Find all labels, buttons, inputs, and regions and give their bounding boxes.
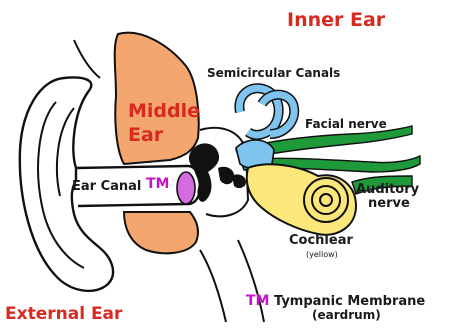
label-external-ear: External Ear xyxy=(5,306,122,323)
label-semicircular-canals: Semicircular Canals xyxy=(207,67,340,79)
label-auditory-nerve-line2: nerve xyxy=(368,197,410,210)
label-cochlear-note: (yellow) xyxy=(306,251,338,259)
label-facial-nerve: Facial nerve xyxy=(305,118,387,130)
label-middle-ear-line2: Ear xyxy=(128,126,163,145)
label-cochlear: Cochlear xyxy=(289,234,353,247)
head-outline-top xyxy=(74,40,100,78)
label-auditory-nerve-line1: Auditory xyxy=(356,183,419,196)
label-eardrum: (eardrum) xyxy=(312,309,381,321)
label-tm-key: TM xyxy=(246,294,269,308)
head-outline-bottom xyxy=(238,240,264,322)
head-outline-bottom-2 xyxy=(200,250,226,322)
tympanic-membrane xyxy=(177,172,195,204)
label-tm-short: TM xyxy=(146,177,169,191)
middle-ear-lower-region xyxy=(124,212,198,253)
label-middle-ear-line1: Middle xyxy=(128,102,200,121)
label-ear-canal: Ear Canal xyxy=(72,180,141,193)
label-inner-ear: Inner Ear xyxy=(287,11,385,30)
label-tympanic-membrane: Tympanic Membrane xyxy=(274,295,425,308)
